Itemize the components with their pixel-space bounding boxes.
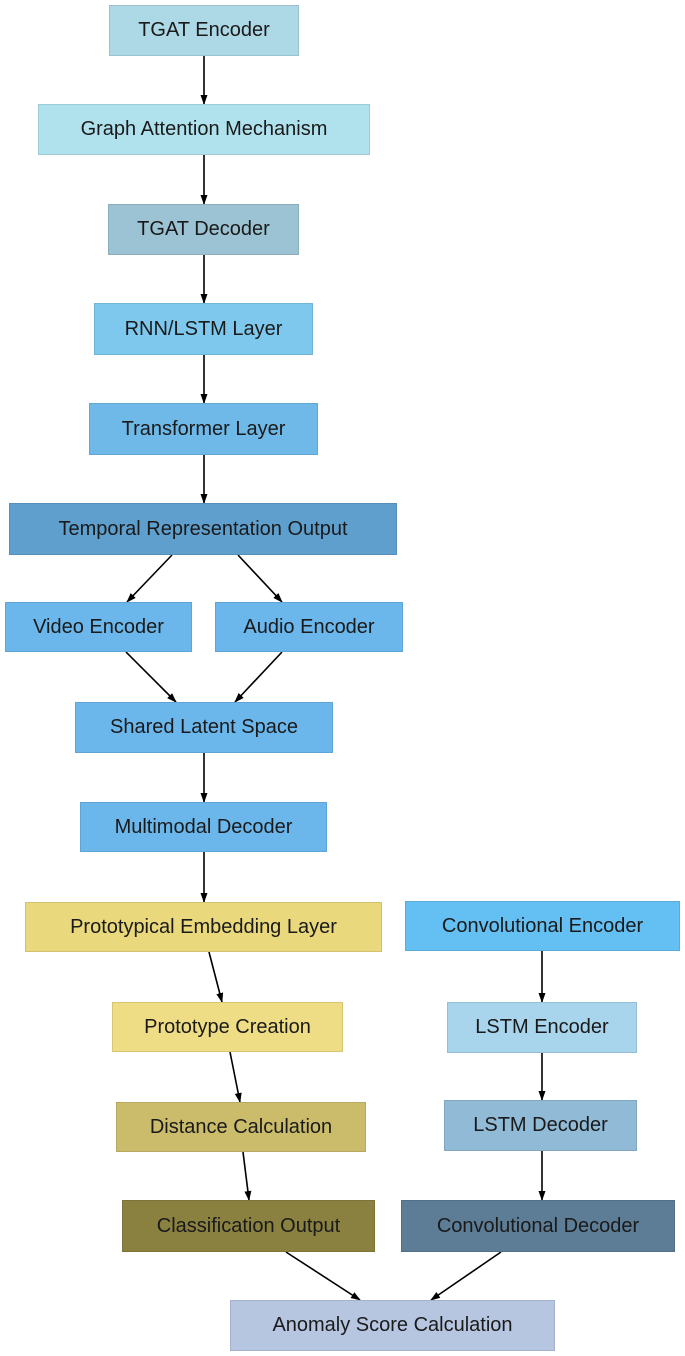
node-proto-creation: Prototype Creation (112, 1002, 343, 1052)
node-multimodal: Multimodal Decoder (80, 802, 327, 852)
node-tgat-decoder: TGAT Decoder (108, 204, 299, 255)
node-audio-encoder: Audio Encoder (215, 602, 403, 652)
node-conv-encoder: Convolutional Encoder (405, 901, 680, 951)
node-video-encoder: Video Encoder (5, 602, 192, 652)
node-distance-calc: Distance Calculation (116, 1102, 366, 1152)
edge-classification-to-anomaly (285, 1251, 361, 1301)
node-classification: Classification Output (122, 1200, 375, 1252)
edge-conv-decoder-to-anomaly (430, 1251, 502, 1301)
node-proto-embed: Prototypical Embedding Layer (25, 902, 382, 952)
edge-temporal-to-video-encoder (126, 554, 173, 603)
edge-audio-encoder-to-shared-latent (234, 651, 283, 703)
node-temporal: Temporal Representation Output (9, 503, 397, 555)
node-graph-attention: Graph Attention Mechanism (38, 104, 370, 155)
node-rnn-lstm: RNN/LSTM Layer (94, 303, 313, 355)
edge-video-encoder-to-shared-latent (125, 651, 177, 703)
node-lstm-encoder: LSTM Encoder (447, 1002, 637, 1053)
edge-proto-creation-to-distance-calc (229, 1051, 242, 1103)
node-tgat-encoder: TGAT Encoder (109, 5, 299, 56)
node-anomaly: Anomaly Score Calculation (230, 1300, 555, 1351)
node-transformer: Transformer Layer (89, 403, 318, 455)
edge-temporal-to-audio-encoder (237, 554, 283, 603)
node-lstm-decoder: LSTM Decoder (444, 1100, 637, 1151)
edge-proto-embed-to-proto-creation (208, 951, 224, 1003)
edge-distance-calc-to-classification (242, 1151, 252, 1201)
node-shared-latent: Shared Latent Space (75, 702, 333, 753)
node-conv-decoder: Convolutional Decoder (401, 1200, 675, 1252)
